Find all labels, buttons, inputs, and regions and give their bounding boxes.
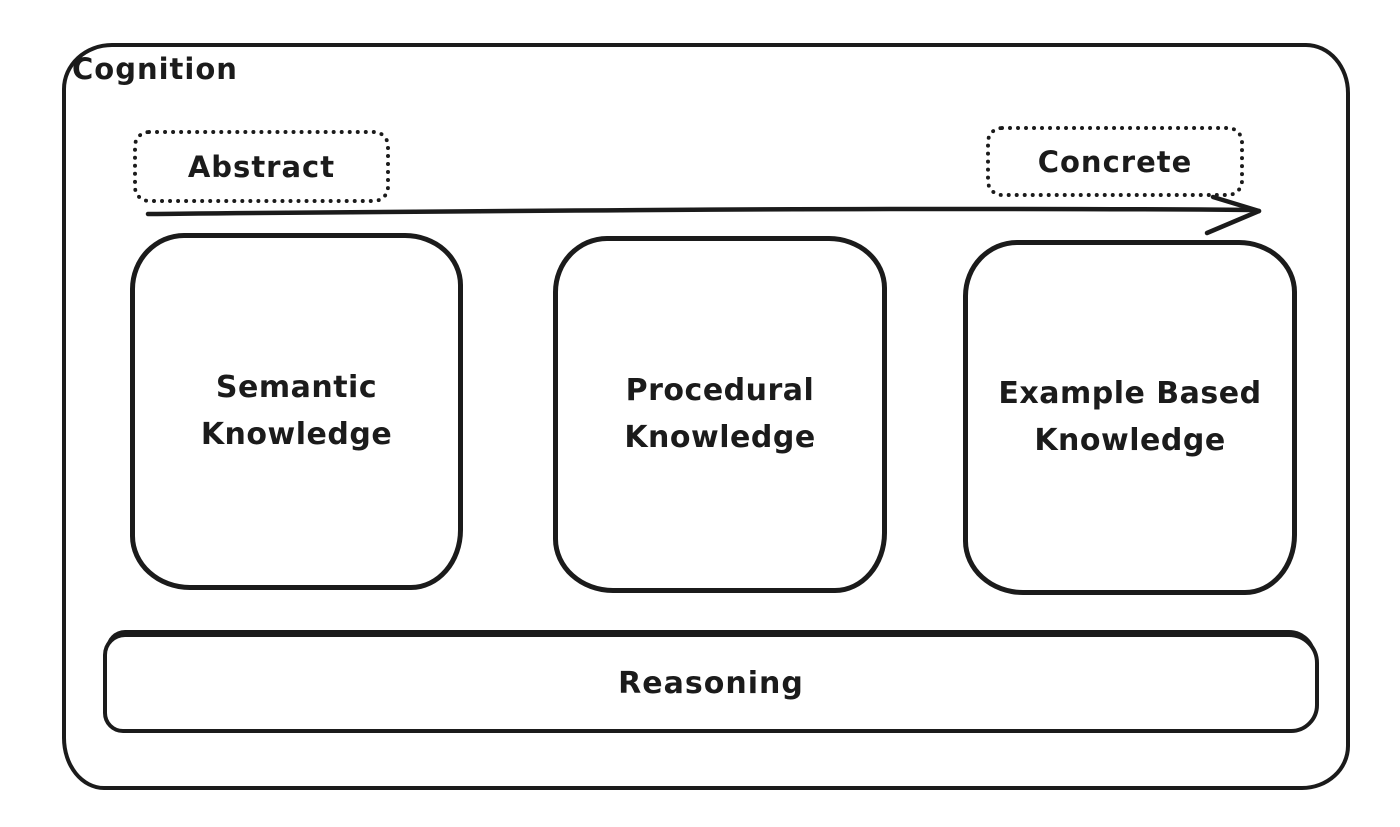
concrete-label-box: Concrete bbox=[986, 126, 1244, 197]
procedural-knowledge-box: Procedural Knowledge bbox=[553, 236, 887, 593]
abstract-label: Abstract bbox=[187, 149, 336, 184]
reasoning-box: Reasoning bbox=[103, 633, 1319, 733]
example-based-knowledge-box: Example Based Knowledge bbox=[963, 240, 1297, 595]
reasoning-label: Reasoning bbox=[618, 665, 804, 701]
concrete-label: Concrete bbox=[1037, 144, 1193, 179]
abstract-label-box: Abstract bbox=[133, 130, 390, 203]
example-based-knowledge-label: Example Based Knowledge bbox=[998, 376, 1262, 458]
semantic-knowledge-box: Semantic Knowledge bbox=[130, 233, 463, 590]
semantic-knowledge-label: Semantic Knowledge bbox=[200, 370, 393, 452]
cognition-label: Cognition bbox=[72, 52, 238, 86]
procedural-knowledge-label: Procedural Knowledge bbox=[624, 373, 816, 455]
